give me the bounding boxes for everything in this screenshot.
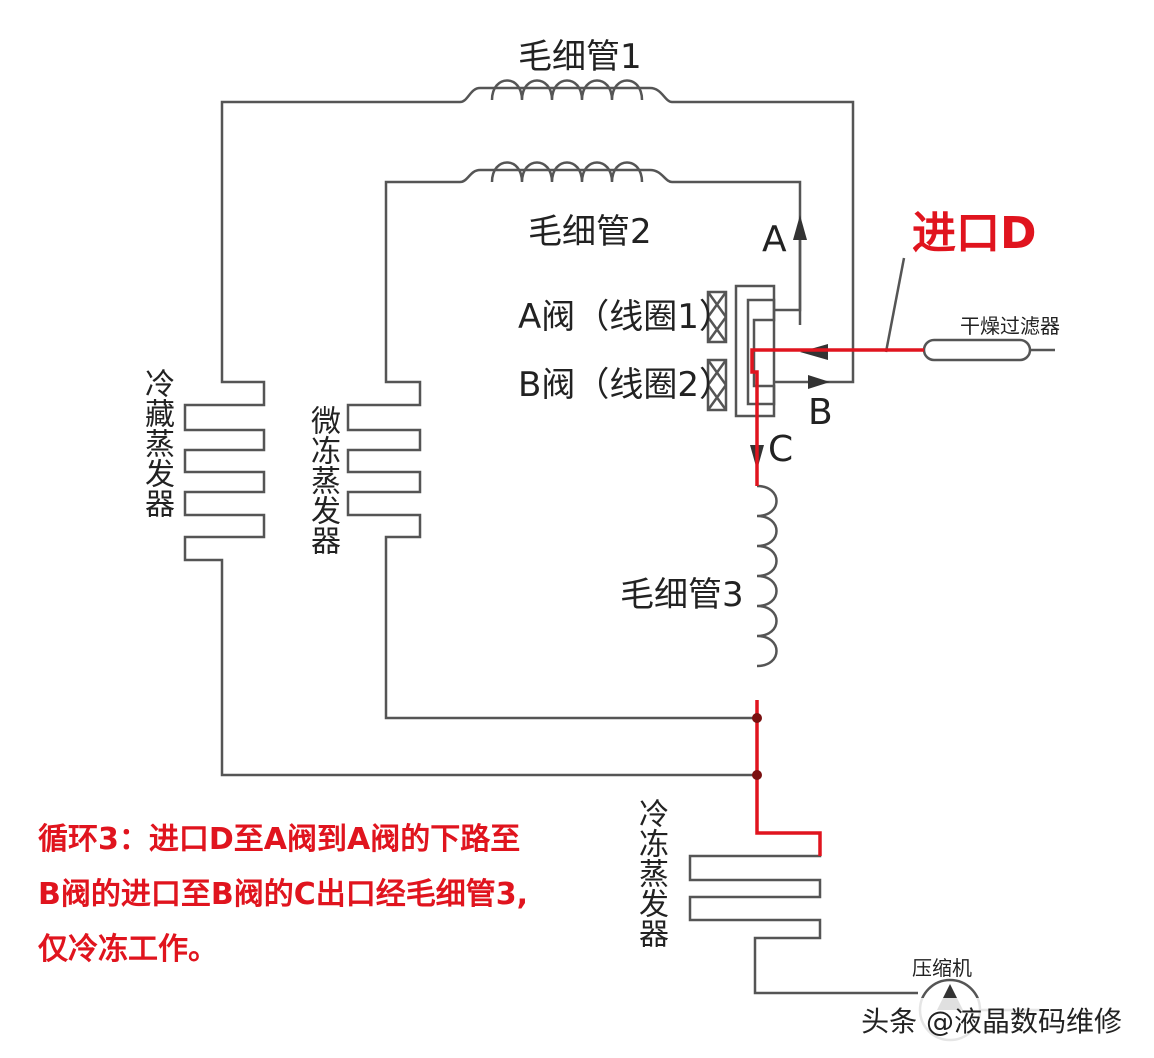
valve-b-label: B阀（线圈2） [518, 365, 733, 405]
inner-loop-pipe [346, 168, 802, 720]
capillary-2-label: 毛细管2 [528, 212, 652, 252]
filter-drier [922, 338, 1032, 362]
outer-loop-pipe [183, 86, 855, 777]
valve-a-label: A阀（线圈1） [518, 297, 733, 337]
port-c-label: C [768, 429, 794, 470]
capillary-3-label: 毛细管3 [620, 575, 744, 615]
capillary-1-coil [490, 79, 644, 101]
port-a-pipe [774, 236, 802, 312]
port-b-label: B [808, 392, 833, 433]
capillary-3-coil [756, 484, 778, 668]
caption-line-1: 循环3：进口D至A阀到A阀的下路至 [38, 822, 521, 857]
inlet-d-label: 进口D [912, 208, 1037, 259]
compressor-label: 压缩机 [912, 956, 972, 980]
micro-freeze-evaporator-label: 微冻蒸发器 [305, 405, 340, 555]
capillary-1-label: 毛细管1 [518, 37, 642, 77]
cycle3-flow-path-lower [755, 700, 822, 856]
junction-dot-inner [752, 713, 762, 723]
arrow-port-b [808, 375, 830, 389]
arrow-port-a [793, 215, 807, 240]
inlet-pointer [884, 257, 906, 353]
watermark: 头条 @液晶数码维修 [855, 998, 1128, 1042]
freezer-evaporator [688, 834, 918, 995]
junction-dot-outer [752, 770, 762, 780]
caption-line-2: B阀的进口至B阀的C出口经毛细管3, [38, 877, 529, 912]
fridge-evaporator-label: 冷藏蒸发器 [139, 368, 174, 518]
cycle-description: 循环3：进口D至A阀到A阀的下路至 B阀的进口至B阀的C出口经毛细管3, 仅冷冻… [38, 812, 618, 977]
freezer-evaporator-label: 冷冻蒸发器 [633, 798, 668, 948]
caption-line-3: 仅冷冻工作。 [38, 932, 218, 967]
cycle3-flow-path [750, 348, 924, 486]
port-a-label: A [762, 219, 787, 260]
capillary-2-coil [490, 161, 644, 183]
filter-drier-label: 干燥过滤器 [960, 314, 1060, 338]
port-b-pipe [774, 358, 855, 384]
arrow-inlet [800, 344, 828, 360]
